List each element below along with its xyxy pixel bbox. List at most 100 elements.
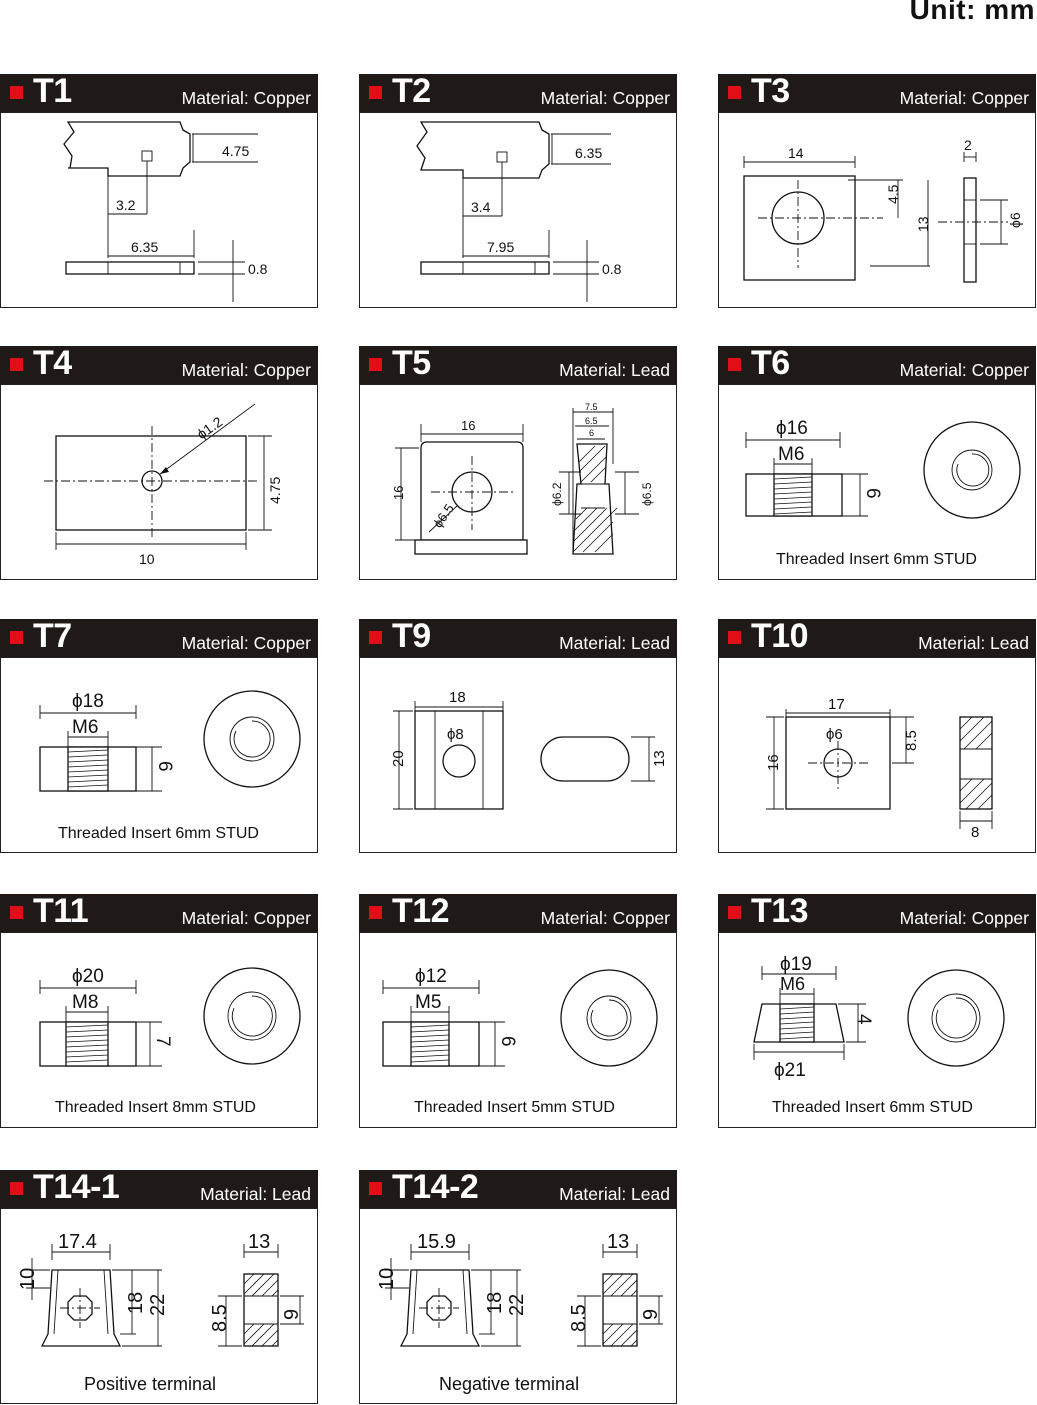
terminal-code: T2 (392, 72, 431, 110)
panel-header (0, 346, 318, 384)
thread-lines (410, 1024, 450, 1063)
panel-header (0, 619, 318, 657)
material-label: Material: Copper (899, 908, 1029, 928)
caption: Positive terminal (84, 1374, 216, 1394)
caption: Negative terminal (439, 1374, 579, 1394)
panel-header (718, 74, 1036, 112)
red-square-icon (728, 358, 741, 371)
panel-t13: T13 Material: Copper ϕ19 M6 4 ϕ21 Thread… (718, 892, 1036, 1128)
dim-label: ϕ21 (774, 1060, 806, 1081)
dim-label: 16 (765, 754, 782, 771)
panel-t1: T1 Material: Copper 4.75 3.2 6.35 0.8 (0, 72, 318, 308)
red-square-icon (10, 906, 23, 919)
material-label: Material: Lead (200, 1184, 311, 1204)
t3-drawing: 14 4.5 13 2 ϕ6 (743, 137, 1023, 283)
insert-top-view (203, 690, 301, 788)
dim-label: 14 (788, 145, 804, 161)
terminal-code: T13 (751, 892, 809, 930)
dim-label: 17.4 (58, 1231, 97, 1253)
material-label: Material: Lead (918, 633, 1029, 653)
thread-lines (779, 1006, 815, 1040)
block-cross-section (959, 716, 993, 810)
center-hole (442, 744, 476, 778)
dim-label: 18 (125, 1292, 147, 1314)
material-label: Material: Lead (559, 360, 670, 380)
material-label: Material: Copper (181, 908, 311, 928)
dim-label: 18 (484, 1292, 506, 1314)
dim-label: 8.5 (568, 1304, 590, 1332)
red-square-icon (369, 631, 382, 644)
dim-label: 13 (915, 216, 931, 232)
panel-t4: T4 Material: Copper ϕ1.2 4.75 10 (0, 344, 318, 580)
red-square-icon (10, 358, 23, 371)
material-label: Material: Copper (181, 360, 311, 380)
dim-label: 9 (640, 1309, 662, 1320)
red-square-icon (728, 631, 741, 644)
thread-spiral (590, 999, 628, 1037)
dim-label: 0.8 (602, 261, 622, 277)
dim-label: ϕ6 (826, 726, 843, 743)
panel-header (359, 619, 677, 657)
dim-label: M5 (415, 992, 441, 1013)
panel-t10: T10 Material: Lead 17 ϕ6 16 8.5 8 (718, 617, 1036, 853)
material-label: Material: Lead (559, 633, 670, 653)
dim-label: ϕ6.2 (550, 482, 564, 506)
red-square-icon (369, 906, 382, 919)
dim-label: ϕ12 (415, 966, 447, 987)
lead-cross-section (572, 443, 614, 555)
dim-label: 8.5 (209, 1304, 231, 1332)
terminal-code: T5 (392, 344, 431, 382)
dim-label: 6 (862, 488, 883, 499)
t10-drawing: 17 ϕ6 16 8.5 8 (765, 696, 993, 841)
dim-label: 6.35 (575, 145, 602, 161)
dim-label: 20 (390, 750, 407, 767)
thread-spiral (233, 720, 271, 758)
thread-spiral (956, 453, 990, 487)
dim-label: 22 (506, 1294, 528, 1316)
dim-label: 22 (147, 1294, 169, 1316)
insert-top-view (907, 969, 1005, 1067)
dim-label: M6 (72, 717, 98, 738)
panel-header (359, 1170, 677, 1208)
red-square-icon (728, 906, 741, 919)
dim-label: 4 (853, 1014, 874, 1025)
panel-t5: T5 Material: Lead 16 16 ϕ6.5 7.5 6.5 6 (359, 344, 677, 580)
material-label: Material: Lead (559, 1184, 670, 1204)
terminal-code: T12 (392, 892, 450, 930)
terminal-code: T4 (33, 344, 72, 382)
dim-label: 6 (589, 428, 594, 438)
terminal-code: T6 (751, 344, 790, 382)
dim-label: 0.8 (248, 261, 268, 277)
dim-label: 6.35 (131, 239, 158, 255)
dim-label: 13 (248, 1231, 270, 1253)
t1-drawing: 4.75 3.2 6.35 0.8 (63, 121, 268, 302)
panel-t7: T7 Material: Copper ϕ18 M6 6 Threaded In… (0, 617, 318, 853)
dim-label: 6 (154, 761, 175, 772)
dim-label: 4.75 (267, 477, 283, 504)
t7-drawing: ϕ18 M6 6 Threaded Insert 6mm STUD (39, 690, 301, 842)
thread-lines (773, 476, 813, 515)
terminal-code: T11 (33, 892, 89, 930)
panel-t6: T6 Material: Copper ϕ16 M6 6 Threaded In… (718, 344, 1036, 580)
red-square-icon (10, 1182, 23, 1195)
red-square-icon (369, 86, 382, 99)
thread-lines (65, 1024, 109, 1063)
panel-header (359, 894, 677, 932)
thread-lines (67, 749, 109, 788)
dim-label: 10 (376, 1268, 398, 1290)
dim-label: ϕ19 (780, 954, 812, 975)
red-square-icon (728, 86, 741, 99)
insert-top-view (923, 421, 1021, 519)
dim-label: 10 (17, 1268, 39, 1290)
tab-outline (416, 121, 550, 179)
terminal-code: T10 (751, 617, 809, 655)
dim-label: 18 (449, 689, 466, 706)
red-square-icon (10, 86, 23, 99)
dim-label: ϕ18 (72, 691, 104, 712)
terminal-code: T9 (392, 617, 431, 655)
material-label: Material: Copper (181, 88, 311, 108)
thread-spiral (935, 997, 977, 1039)
dim-label: M8 (72, 992, 98, 1013)
unit-label: Unit: mm (909, 0, 1035, 25)
red-square-icon (369, 358, 382, 371)
